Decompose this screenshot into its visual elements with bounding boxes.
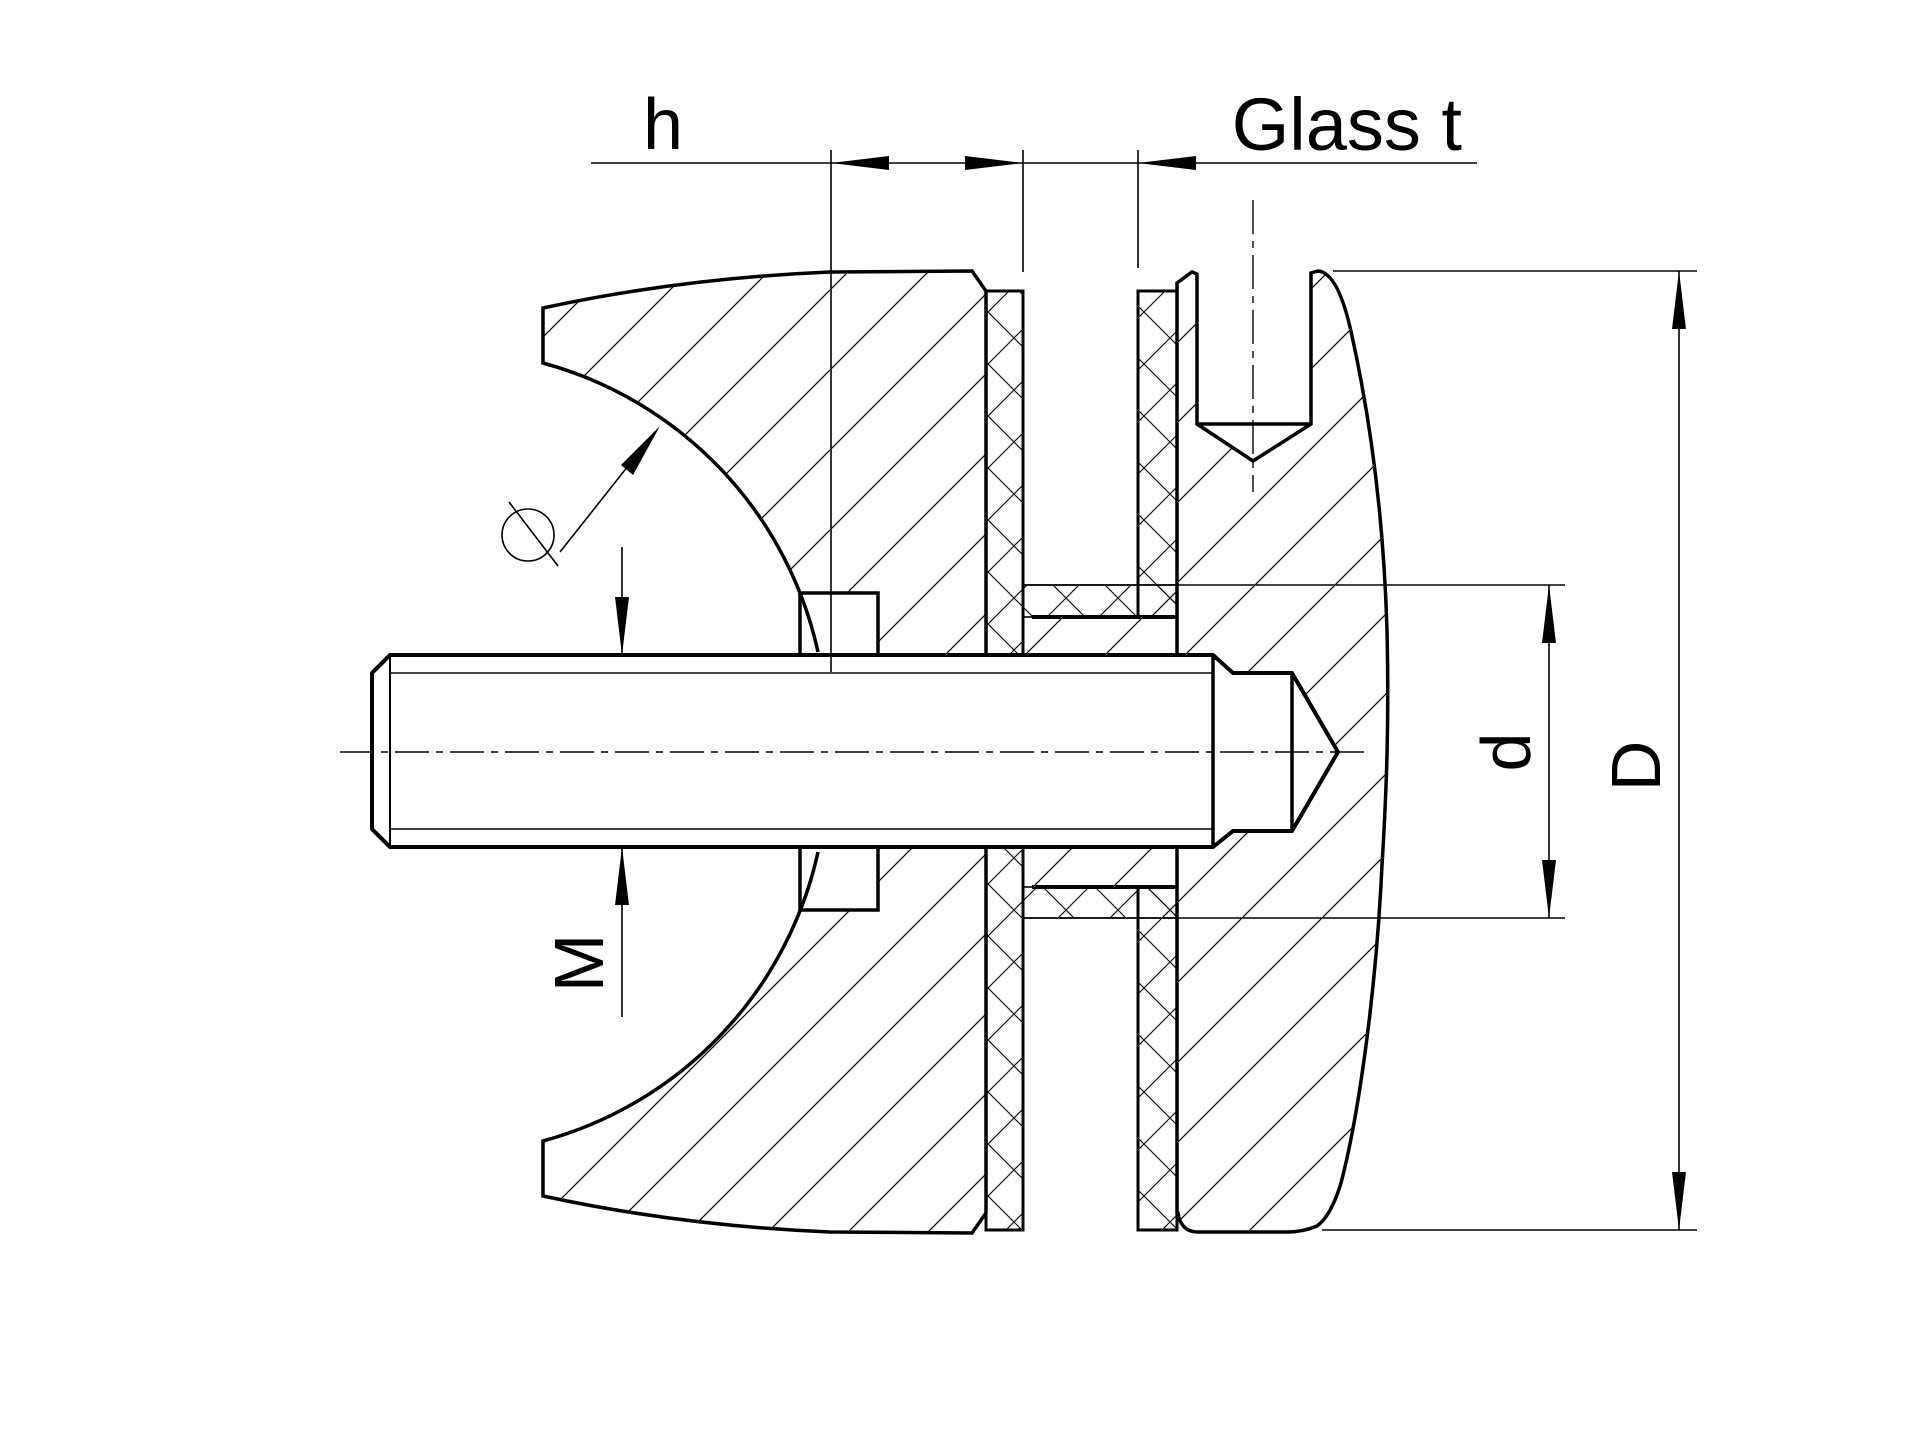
arrow-big-d-bottom	[1672, 1172, 1686, 1230]
arrow-d-top	[1542, 585, 1556, 643]
gasket-upper-right	[1136, 289, 1179, 619]
arrow-glass-right	[1138, 156, 1196, 170]
gasket-lower-left	[984, 845, 1025, 1232]
arrow-big-d-top	[1672, 271, 1686, 329]
dimension-big-d: D	[1322, 270, 1697, 1231]
arrow-diameter-leader	[621, 426, 660, 475]
gasket-upper-left	[984, 289, 1025, 657]
right-clamp-web-upper	[1023, 617, 1177, 655]
dimension-d: d	[1023, 584, 1565, 919]
label-glass-t: Glass t	[1232, 83, 1463, 166]
arrow-h-left	[831, 156, 889, 170]
label-d: d	[1467, 733, 1545, 772]
right-clamp-web-lower	[1023, 847, 1177, 887]
diameter-symbol-slash	[508, 501, 559, 567]
dimension-h-and-glass-t: h Glass t	[591, 83, 1477, 672]
arrow-m-bottom	[615, 847, 629, 905]
left-clamp-body	[541, 269, 988, 1235]
label-big-d: D	[1597, 741, 1675, 792]
dimension-m: M	[540, 547, 629, 1017]
label-m: M	[540, 934, 618, 992]
arrow-m-top	[615, 597, 629, 655]
gasket-lower-right	[1136, 885, 1179, 1232]
diameter-symbol-circle	[501, 508, 555, 562]
arrow-d-bottom	[1542, 860, 1556, 918]
label-h: h	[643, 85, 683, 165]
cup-arc-over-collar-upper	[798, 592, 820, 653]
diameter-callout	[501, 426, 660, 567]
threaded-stud	[370, 653, 1341, 849]
cup-arc-over-collar-lower	[798, 851, 820, 912]
arrow-h-right	[965, 156, 1023, 170]
